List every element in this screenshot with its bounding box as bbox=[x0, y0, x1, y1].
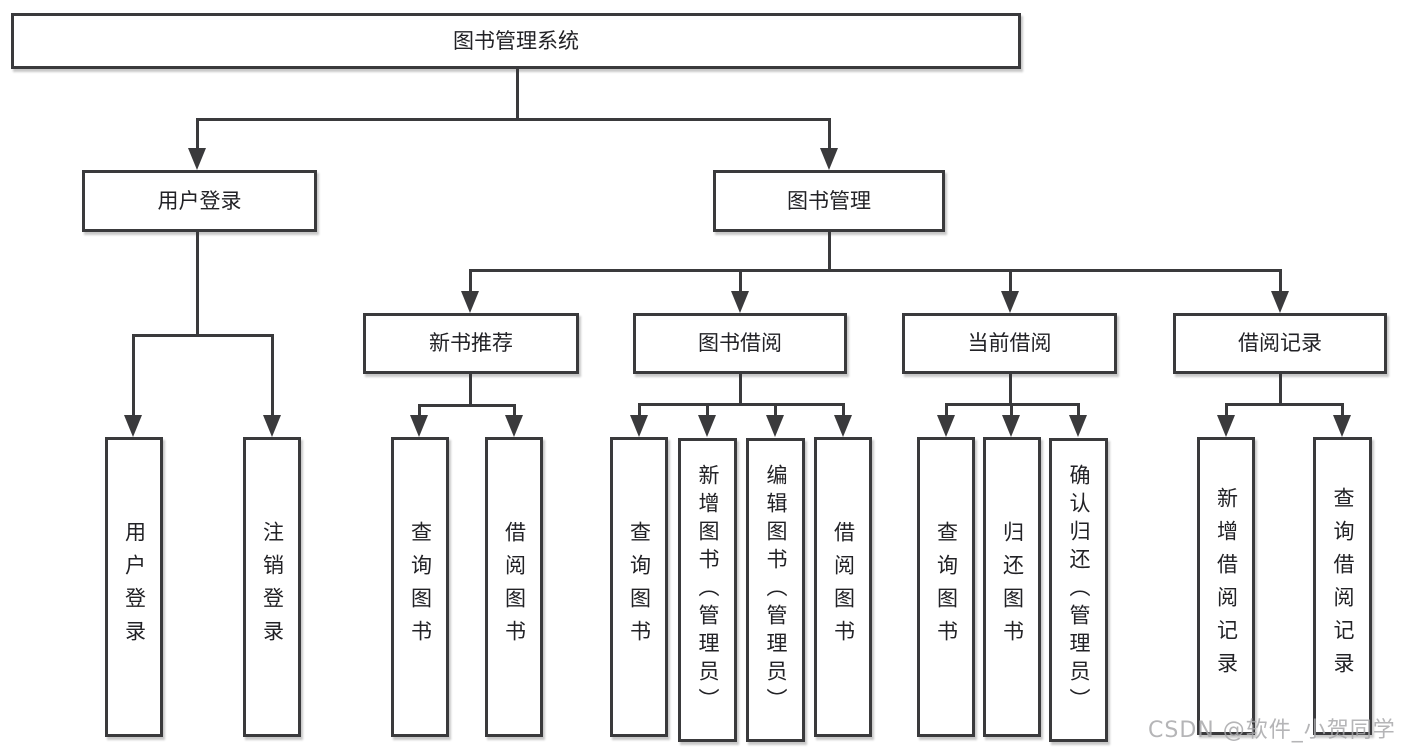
connector-stem-records-add bbox=[1225, 403, 1228, 417]
arrowhead-book-borrowing bbox=[731, 291, 749, 313]
arrowhead-borrowing-add bbox=[698, 415, 716, 437]
connector-records-rail bbox=[1225, 403, 1344, 406]
leaf-current-confirm-return-admin: 确认归还（管理员） bbox=[1049, 438, 1108, 742]
leaf-borrow-query-books: 查询图书 bbox=[610, 437, 668, 737]
connector-borrowing-rail bbox=[638, 403, 845, 406]
connector-root-trunk bbox=[516, 69, 519, 120]
arrowhead-borrowing-records bbox=[1271, 291, 1289, 313]
node-book-borrowing: 图书借阅 bbox=[633, 313, 847, 374]
arrowhead-borrowing-edit bbox=[766, 415, 784, 437]
leaf-label: 查询图书 bbox=[934, 521, 959, 653]
connector-stem-book-management bbox=[828, 118, 831, 151]
leaf-records-query-record: 查询借阅记录 bbox=[1313, 437, 1372, 735]
leaf-borrow-borrow-books: 借阅图书 bbox=[814, 437, 872, 737]
leaf-label: 注销登录 bbox=[260, 521, 285, 653]
leaf-label: 用户登录 bbox=[122, 521, 147, 653]
leaf-label: 查询图书 bbox=[408, 521, 433, 653]
connector-newbook-rail bbox=[418, 404, 516, 407]
connector-borrowing-trunk bbox=[739, 374, 742, 405]
connector-stem-borrowing-records bbox=[1279, 269, 1282, 293]
node-label: 新书推荐 bbox=[429, 331, 513, 355]
connector-stem-current-query bbox=[945, 403, 948, 417]
connector-stem-borrowing-borrow bbox=[842, 403, 845, 417]
connector-level3-rail bbox=[469, 269, 1282, 272]
connector-login-trunk bbox=[196, 232, 199, 337]
connector-level2-rail bbox=[196, 118, 831, 121]
arrowhead-newbook-borrow bbox=[505, 415, 523, 437]
connector-management-trunk bbox=[828, 232, 831, 271]
connector-stem-new-book bbox=[469, 269, 472, 293]
node-current-borrowing: 当前借阅 bbox=[902, 313, 1117, 374]
node-borrowing-records: 借阅记录 bbox=[1173, 313, 1387, 374]
connector-stem-newbook-borrow bbox=[513, 404, 516, 417]
arrowhead-book-management bbox=[820, 148, 838, 170]
leaf-records-add-record: 新增借阅记录 bbox=[1197, 437, 1255, 735]
connector-stem-current-return bbox=[1010, 403, 1013, 417]
leaf-recommend-query-books: 查询图书 bbox=[391, 437, 449, 737]
arrowhead-records-query bbox=[1333, 415, 1351, 437]
leaf-label: 确认归还（管理员） bbox=[1067, 464, 1091, 716]
leaf-borrow-add-books-admin: 新增图书（管理员） bbox=[678, 438, 737, 742]
arrowhead-current-borrowing bbox=[1001, 291, 1019, 313]
node-library-management-system: 图书管理系统 bbox=[11, 13, 1021, 69]
connector-current-trunk bbox=[1009, 374, 1012, 405]
arrowhead-borrowing-borrow bbox=[834, 415, 852, 437]
arrowhead-user-login bbox=[188, 148, 206, 170]
node-book-management: 图书管理 bbox=[713, 170, 945, 232]
connector-records-trunk bbox=[1279, 374, 1282, 405]
node-new-book-recommendation: 新书推荐 bbox=[363, 313, 579, 374]
arrowhead-leaf-user-login bbox=[124, 415, 142, 437]
leaf-label: 新增图书（管理员） bbox=[696, 464, 720, 716]
leaf-borrow-edit-books-admin: 编辑图书（管理员） bbox=[746, 438, 805, 742]
node-label: 用户登录 bbox=[157, 188, 242, 213]
leaf-label: 借阅图书 bbox=[502, 521, 527, 653]
leaf-label: 查询借阅记录 bbox=[1331, 487, 1355, 685]
connector-stem-user-login bbox=[196, 118, 199, 151]
leaf-current-query-books: 查询图书 bbox=[917, 437, 975, 737]
leaf-user-login: 用户登录 bbox=[105, 437, 163, 737]
leaf-label: 新增借阅记录 bbox=[1214, 487, 1239, 685]
connector-stem-borrowing-edit bbox=[774, 403, 777, 417]
node-label: 图书管理 bbox=[787, 188, 871, 213]
leaf-recommend-borrow-books: 借阅图书 bbox=[485, 437, 543, 737]
arrowhead-current-confirm bbox=[1069, 415, 1087, 437]
connector-stem-current-borrowing bbox=[1009, 269, 1012, 293]
arrowhead-current-query bbox=[937, 415, 955, 437]
leaf-label: 借阅图书 bbox=[831, 521, 856, 653]
leaf-current-return-books: 归还图书 bbox=[983, 437, 1041, 737]
connector-stem-newbook-query bbox=[418, 404, 421, 417]
arrowhead-records-add bbox=[1217, 415, 1235, 437]
leaf-logout-login: 注销登录 bbox=[243, 437, 301, 737]
node-label: 图书管理系统 bbox=[453, 28, 579, 53]
arrowhead-borrowing-query bbox=[630, 415, 648, 437]
arrowhead-current-return bbox=[1002, 415, 1020, 437]
node-label: 当前借阅 bbox=[967, 331, 1052, 355]
connector-stem-leaf-user-login bbox=[132, 334, 135, 417]
node-label: 图书借阅 bbox=[698, 331, 782, 355]
leaf-label: 查询图书 bbox=[627, 521, 652, 653]
csdn-watermark: CSDN @软件_小贺同学 bbox=[1148, 718, 1396, 743]
connector-stem-borrowing-query bbox=[638, 403, 641, 417]
connector-stem-records-query bbox=[1341, 403, 1344, 417]
connector-stem-borrowing-add bbox=[706, 403, 709, 417]
connector-stem-leaf-logout bbox=[271, 334, 274, 417]
node-user-login: 用户登录 bbox=[82, 170, 317, 232]
arrowhead-newbook-query bbox=[410, 415, 428, 437]
arrowhead-new-book bbox=[461, 291, 479, 313]
leaf-label: 编辑图书（管理员） bbox=[764, 464, 788, 716]
leaf-label: 归还图书 bbox=[1000, 521, 1025, 653]
node-label: 借阅记录 bbox=[1238, 331, 1322, 355]
connector-newbook-trunk bbox=[469, 374, 472, 406]
connector-stem-current-confirm bbox=[1077, 403, 1080, 417]
connector-stem-book-borrowing bbox=[739, 269, 742, 293]
arrowhead-leaf-logout bbox=[263, 415, 281, 437]
connector-login-rail bbox=[132, 334, 274, 337]
